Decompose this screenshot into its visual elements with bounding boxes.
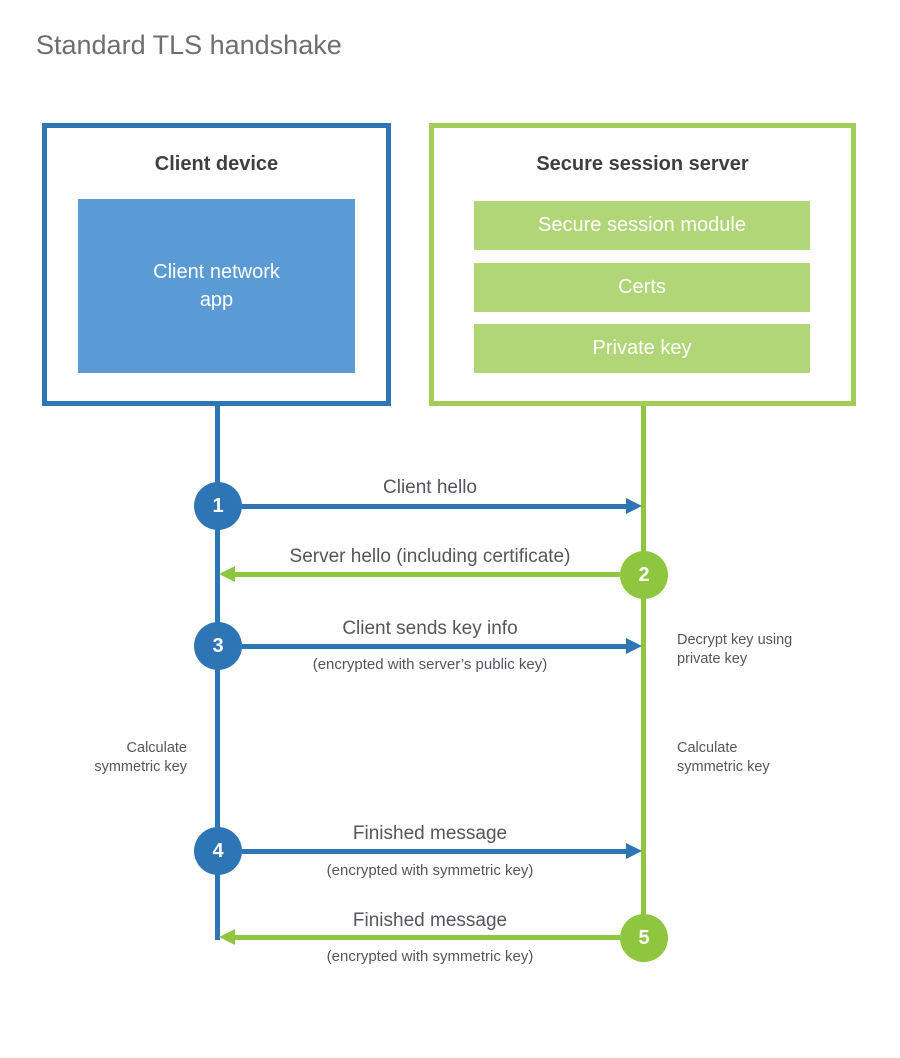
step-2-arrowhead-left-icon [219,566,235,582]
step-1-label: Client hello [383,477,477,498]
client-device-title: Client device [154,153,279,175]
calculate-symmetric-key-right: Calculate symmetric key [677,740,770,775]
server-lifeline [641,406,646,962]
step-2-label: Server hello (including certificate) [289,546,571,567]
server-module-secure-session: Secure session module [474,201,810,250]
calculate-symmetric-key-left: Calculate symmetric key [94,740,187,775]
client-network-app-box: Client network app [78,199,355,373]
step-3-label: Client sends key info [342,618,518,639]
secure-session-server-title: Secure session server [536,153,749,175]
step-4-sublabel: (encrypted with symmetric key) [326,862,534,879]
step-5-arrow-line [234,935,620,940]
step-1-badge: 1 [194,482,242,530]
step-4-badge: 4 [194,827,242,875]
page-title: Standard TLS handshake [36,30,342,60]
step-3-arrow-line [242,644,627,649]
decrypt-key-note: Decrypt key using private key [677,632,793,667]
step-5-sublabel: (encrypted with symmetric key) [326,948,534,965]
step-3-arrowhead-right-icon [626,638,642,654]
client-network-app-label: Client network app [153,261,280,311]
step-2-badge: 2 [620,551,668,599]
server-module-certs: Certs [474,263,810,312]
step-2-arrow-line [234,572,620,577]
step-5-label: Finished message [352,910,508,931]
client-lifeline [215,406,220,940]
step-4-arrow-line [242,849,627,854]
step-5-arrowhead-left-icon [219,929,235,945]
step-3-sublabel: (encrypted with server’s public key) [312,656,548,673]
step-5-badge: 5 [620,914,668,962]
step-1-arrow-line [242,504,627,509]
server-module-private-key: Private key [474,324,810,373]
step-4-label: Finished message [352,823,508,844]
step-4-arrowhead-right-icon [626,843,642,859]
step-3-badge: 3 [194,622,242,670]
step-1-arrowhead-right-icon [626,498,642,514]
